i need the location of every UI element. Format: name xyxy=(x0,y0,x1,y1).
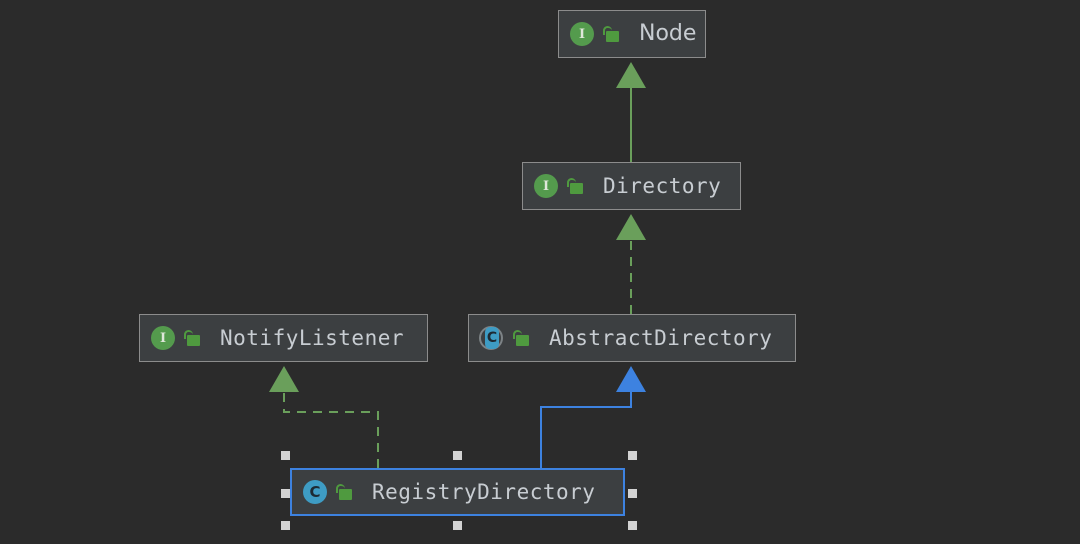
handle-bottom-center[interactable] xyxy=(453,521,462,530)
handle-top-left[interactable] xyxy=(281,451,290,460)
handle-middle-right[interactable] xyxy=(628,489,637,498)
edge-abstractdirectory-implements-directory[interactable] xyxy=(616,214,646,314)
handle-top-right[interactable] xyxy=(628,451,637,460)
class-node-abstractdirectory[interactable]: C AbstractDirectory xyxy=(468,314,796,362)
class-icon: C xyxy=(302,479,328,505)
handle-middle-left[interactable] xyxy=(281,489,290,498)
unlocked-padlock-icon xyxy=(567,176,585,196)
node-label: RegistryDirectory xyxy=(372,479,596,504)
edge-directory-extends-node[interactable] xyxy=(616,62,646,162)
unlocked-padlock-icon xyxy=(336,482,354,502)
handle-bottom-right[interactable] xyxy=(628,521,637,530)
node-label: AbstractDirectory xyxy=(549,325,773,350)
class-node-directory[interactable]: I Directory xyxy=(522,162,741,210)
handle-top-center[interactable] xyxy=(453,451,462,460)
class-node-registrydirectory[interactable]: C RegistryDirectory xyxy=(290,468,625,516)
class-node-node[interactable]: I Node xyxy=(558,10,706,58)
unlocked-padlock-icon xyxy=(603,24,621,44)
class-node-notifylistener[interactable]: I NotifyListener xyxy=(139,314,428,362)
unlocked-padlock-icon xyxy=(184,328,202,348)
interface-icon: I xyxy=(533,173,559,199)
unlocked-padlock-icon xyxy=(513,328,531,348)
node-label: NotifyListener xyxy=(220,325,405,350)
handle-bottom-left[interactable] xyxy=(281,521,290,530)
interface-icon: I xyxy=(150,325,176,351)
node-label: Directory xyxy=(603,173,722,198)
interface-icon: I xyxy=(569,21,595,47)
node-label: Node xyxy=(639,21,697,46)
abstract-class-icon: C xyxy=(479,325,505,351)
